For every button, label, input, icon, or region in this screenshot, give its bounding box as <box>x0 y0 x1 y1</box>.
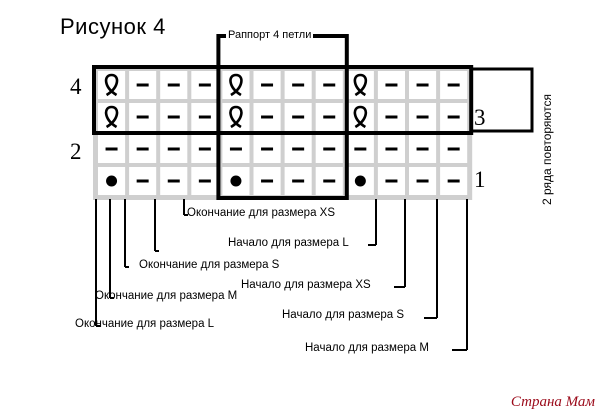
watermark: Страна Мам <box>510 394 595 410</box>
twisted-knit-symbol <box>353 73 368 97</box>
dot-symbol <box>354 175 366 187</box>
row-number-3: 3 <box>474 105 486 130</box>
dot-symbol <box>106 175 118 187</box>
repeat-rows-note: 2 ряда повторяются <box>540 93 554 205</box>
row-number-2: 2 <box>70 139 82 164</box>
label-end-m: Окончание для размера M <box>95 290 238 302</box>
repeat-bracket <box>471 67 534 133</box>
twisted-knit-symbol <box>353 105 368 129</box>
twisted-knit-symbol <box>229 105 243 129</box>
twisted-knit-symbol <box>104 73 119 97</box>
label-end-s: Окончание для размера S <box>139 259 280 271</box>
twisted-knit-symbol <box>229 73 243 97</box>
label-start-l: Начало для размера L <box>228 237 349 249</box>
row-number-1: 1 <box>474 167 486 192</box>
repeat-rows-frame <box>92 65 474 135</box>
label-start-xs: Начало для размера XS <box>241 279 371 291</box>
dot-symbol <box>230 175 242 187</box>
repeat-label: Раппорт 4 петли <box>226 29 314 41</box>
label-start-m: Начало для размера M <box>305 342 429 354</box>
twisted-knit-symbol <box>104 105 119 129</box>
row-number-4: 4 <box>70 74 82 99</box>
label-start-s: Начало для размера S <box>282 309 405 321</box>
label-end-l: Окончание для размера L <box>75 318 215 330</box>
figure-title: Рисунок 4 <box>60 14 166 39</box>
label-end-xs: Окончание для размера XS <box>187 207 336 219</box>
